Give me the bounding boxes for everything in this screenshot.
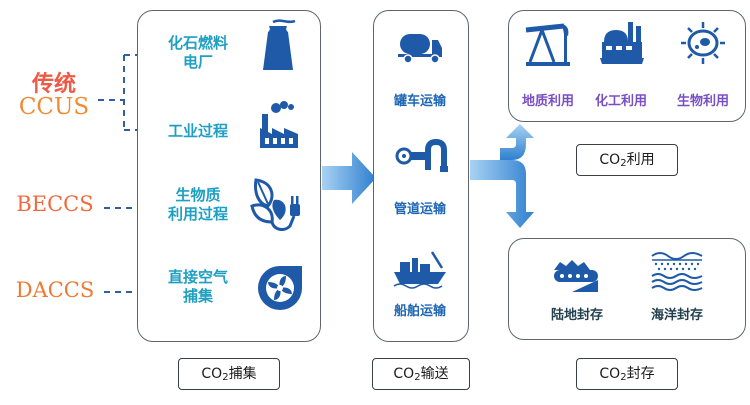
storage-panel xyxy=(508,238,746,340)
transport-item-tank-truck: 罐车运输 xyxy=(393,94,446,109)
ocean-storage-icon xyxy=(651,252,703,291)
land-storage-icon xyxy=(554,260,598,292)
utilization-item-geological: 地质利用 xyxy=(521,94,574,109)
capture-caption: CO2捕集 xyxy=(178,358,280,390)
arrow-capture-to-transport xyxy=(322,152,376,204)
capture-item-industry: 工业过程 xyxy=(167,122,228,140)
transport-item-ship: 船舶运输 xyxy=(393,304,446,319)
factory-icon xyxy=(260,101,298,148)
capture-item-power-plant: 化石燃料 电厂 xyxy=(167,34,228,71)
storage-caption: CO2封存 xyxy=(576,358,678,390)
storage-item-ocean: 海洋封存 xyxy=(650,308,703,323)
tank-truck-icon xyxy=(398,34,442,64)
storage-item-land: 陆地封存 xyxy=(550,308,603,323)
power-plant-icon xyxy=(263,19,296,70)
transport-caption: CO2输送 xyxy=(372,358,470,390)
capture-item-biomass: 生物质 利用过程 xyxy=(167,186,228,223)
ship-icon xyxy=(393,251,446,289)
pipeline-icon xyxy=(395,138,448,172)
arrow-split xyxy=(470,124,534,228)
fan-icon xyxy=(258,266,302,310)
label-ccus-line1: 传统 xyxy=(31,71,76,97)
chemical-plant-icon xyxy=(600,22,644,64)
label-beccs: BECCS xyxy=(16,192,94,216)
utilization-item-biological: 生物利用 xyxy=(676,94,729,109)
transport-panel xyxy=(373,10,469,342)
utilization-item-chemical: 化工利用 xyxy=(594,94,647,109)
label-daccs: DACCS xyxy=(15,278,95,302)
utilization-caption: CO2利用 xyxy=(576,144,678,176)
microbe-icon xyxy=(681,22,725,64)
biomass-plug-icon xyxy=(250,178,300,231)
label-ccus-line2: CCUS xyxy=(18,94,90,120)
oil-pump-icon xyxy=(525,23,570,66)
capture-item-dac: 直接空气 捕集 xyxy=(167,268,228,305)
transport-item-pipeline: 管道运输 xyxy=(393,202,446,217)
